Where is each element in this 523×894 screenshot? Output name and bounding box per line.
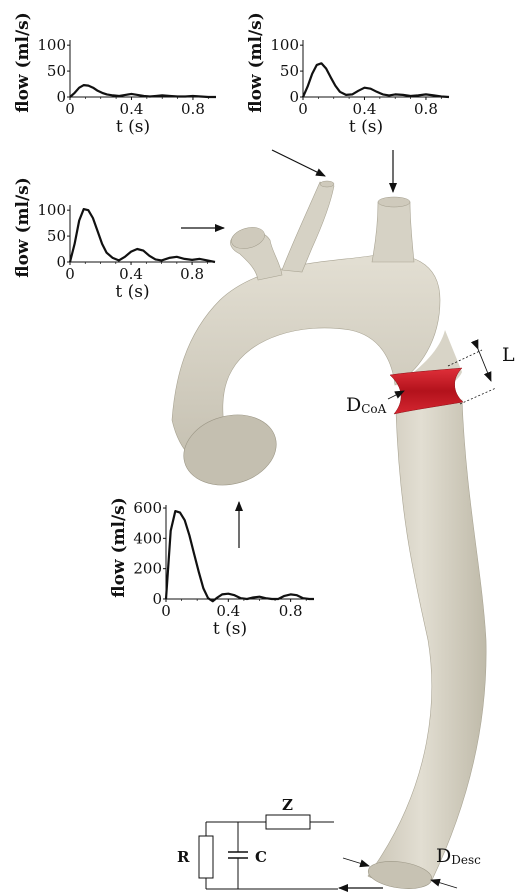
aorta-model (172, 181, 486, 892)
desc-diameter-label: DDesc (436, 845, 481, 867)
x-tick-label: 0.4 (119, 265, 143, 283)
x-axis-label: t (s) (349, 117, 383, 137)
flow-series-line (303, 63, 449, 97)
y-tick-label: 600 (133, 499, 162, 517)
windkessel-r-label: R (177, 848, 190, 866)
x-tick-label: 0.8 (180, 265, 204, 283)
flow-series-line (70, 85, 216, 97)
left-subclavian-branch (372, 202, 414, 262)
y-axis-label: flow (ml/s) (109, 497, 129, 598)
x-tick-label: 0.8 (279, 602, 303, 620)
windkessel-circuit (199, 815, 338, 889)
x-axis-label: t (s) (213, 619, 247, 639)
y-tick-label: 50 (47, 62, 66, 80)
subclavian-flow-arrow (272, 150, 325, 176)
x-axis-label: t (s) (115, 282, 149, 302)
windkessel-z-label: Z (282, 796, 293, 814)
y-tick-label: 50 (280, 62, 299, 80)
x-tick-label: 0.4 (120, 100, 144, 118)
x-tick-label: 0.4 (353, 100, 377, 118)
y-axis-label: flow (ml/s) (246, 12, 266, 113)
y-tick-label: 100 (37, 201, 66, 219)
descending-aorta (368, 400, 486, 883)
y-tick-label: 400 (133, 529, 162, 547)
left-carotid-branch (282, 182, 334, 272)
y-axis-label: flow (ml/s) (13, 177, 33, 278)
flow-series-line (70, 209, 215, 262)
x-tick-label: 0.8 (181, 100, 205, 118)
y-tick-label: 100 (37, 36, 66, 54)
x-tick-label: 0.8 (414, 100, 438, 118)
windkessel-c-label: C (255, 848, 267, 866)
coa-diameter-label: DCoA (346, 394, 387, 416)
y-tick-label: 50 (47, 227, 66, 245)
x-tick-label: 0 (65, 265, 75, 283)
length-label: L (502, 344, 515, 366)
x-tick-label: 0 (298, 100, 308, 118)
x-tick-label: 0 (161, 602, 171, 620)
y-tick-label: 200 (133, 560, 162, 578)
x-tick-label: 0.4 (216, 602, 240, 620)
z-resistor (266, 815, 310, 829)
r-resistor (199, 836, 213, 878)
y-axis-label: flow (ml/s) (13, 12, 33, 113)
x-axis-label: t (s) (116, 117, 150, 137)
flow-series-line (166, 511, 314, 601)
y-tick-label: 100 (270, 36, 299, 54)
x-tick-label: 0 (65, 100, 75, 118)
